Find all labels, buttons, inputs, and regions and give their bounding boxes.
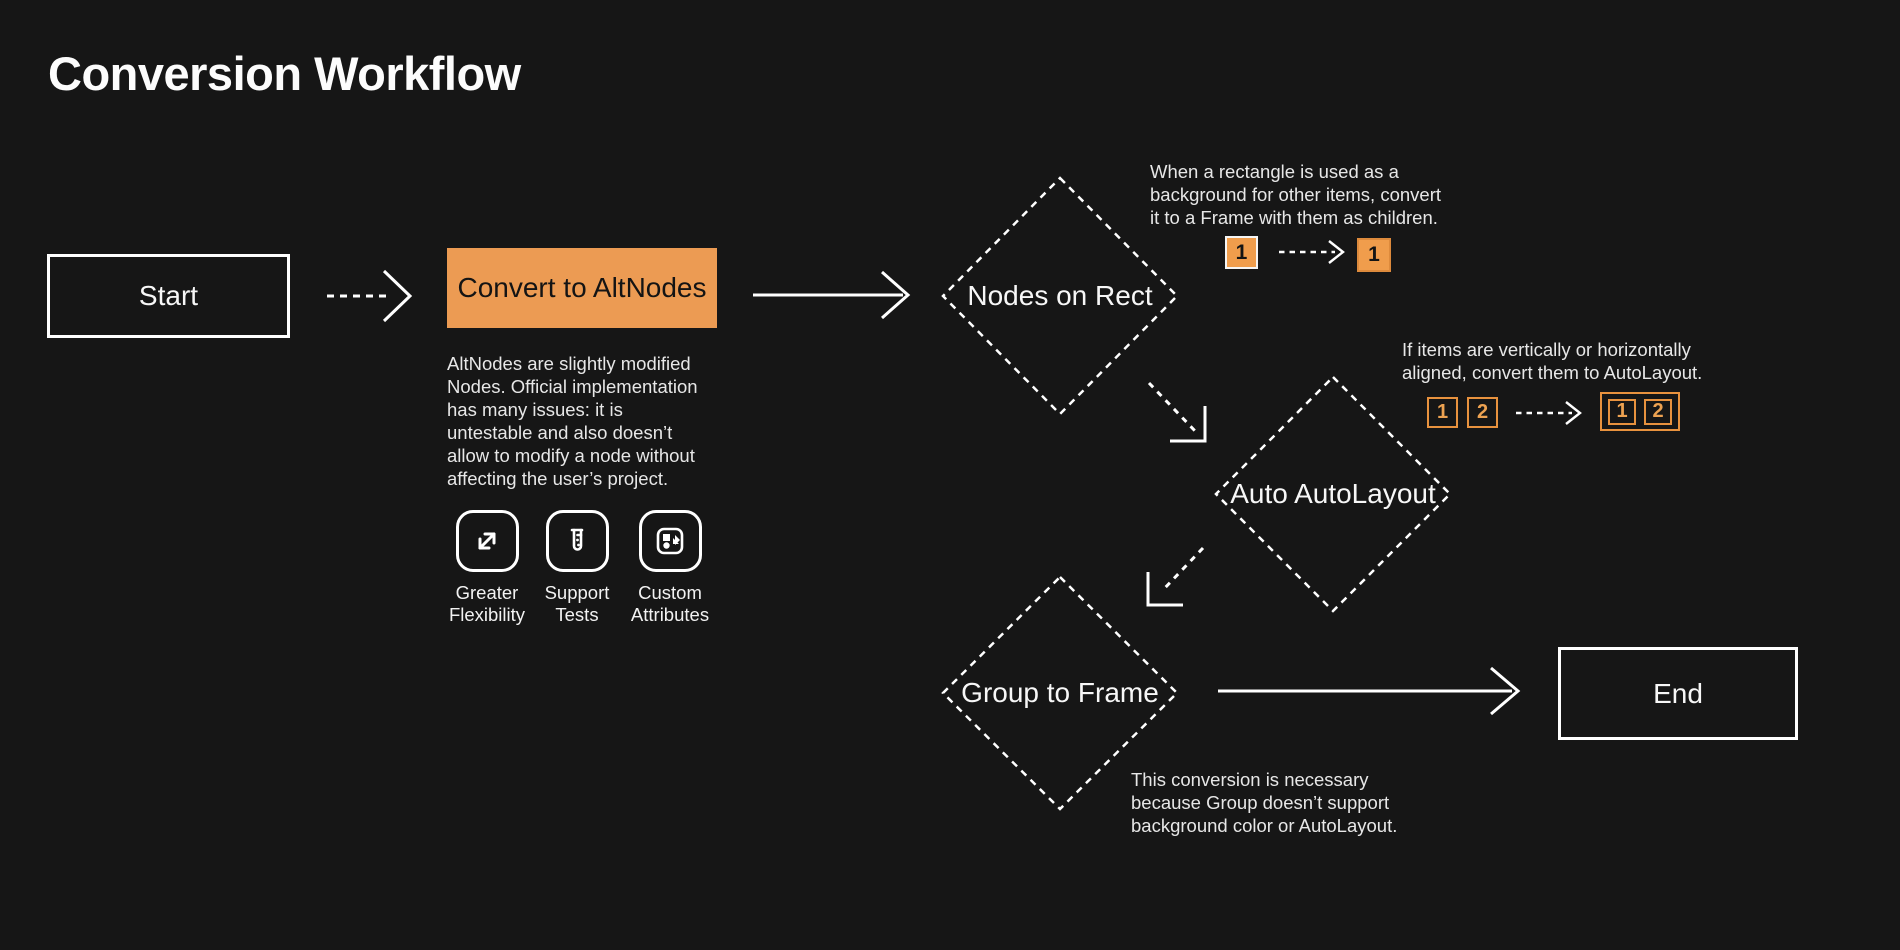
annotation-nodes-on-rect: When a rectangle is used as a background… — [1150, 161, 1442, 228]
node-end: End — [1558, 647, 1798, 740]
solid-arrow-convert-to-nodes-on-rect — [753, 270, 911, 320]
altnodes-description: AltNodes are slightly modified Nodes. Of… — [447, 353, 698, 489]
obox-after-2: 2 — [1644, 398, 1672, 425]
badge-rect-after: 1 — [1357, 238, 1391, 272]
obox-before-2: 2 — [1467, 397, 1498, 428]
solid-arrow-group-to-end — [1218, 666, 1521, 716]
expand-icon — [455, 510, 519, 572]
node-nodes-on-rect-label: Nodes on Rect — [967, 280, 1153, 311]
dashed-arrow-nodes-to-auto — [1147, 381, 1207, 443]
feature-greater-flexibility: Greater Flexibility — [432, 510, 542, 625]
node-auto-autolayout-label: Auto AutoLayout — [1230, 478, 1436, 509]
feature-custom-attributes: Custom Attributes — [615, 510, 725, 625]
test-tube-icon — [545, 510, 609, 572]
feature-label-greater-flexibility: Greater Flexibility — [448, 582, 526, 625]
node-convert-to-altnodes: Convert to AltNodes — [447, 248, 717, 328]
dashed-arrow-auto-to-group — [1146, 546, 1205, 607]
obox-before-1: 1 — [1427, 397, 1458, 428]
obox-after-1: 1 — [1608, 398, 1636, 425]
page-title: Conversion Workflow — [48, 47, 521, 100]
feature-support-tests: Support Tests — [522, 510, 632, 625]
node-group-to-frame-label: Group to Frame — [961, 677, 1159, 708]
dashed-arrow-badge-row-1 — [1279, 240, 1345, 264]
annotation-auto-autolayout: If items are vertically or horizontally … — [1402, 339, 1703, 383]
feature-label-custom-attributes: Custom Attributes — [630, 582, 710, 625]
shapes-icon — [638, 510, 702, 572]
dashed-arrow-start-to-convert — [327, 269, 413, 323]
node-start: Start — [47, 254, 290, 338]
obox-group-autolayout: 1 2 — [1600, 392, 1680, 431]
feature-label-support-tests: Support Tests — [544, 582, 610, 625]
badge-rect-before: 1 — [1225, 236, 1258, 269]
dashed-arrow-badge-row-2 — [1516, 401, 1582, 425]
node-start-label: Start — [138, 280, 199, 311]
annotation-group-to-frame: This conversion is necessary because Gro… — [1131, 769, 1398, 836]
node-end-label: End — [1653, 677, 1703, 709]
node-convert-label: Convert to AltNodes — [457, 272, 707, 303]
